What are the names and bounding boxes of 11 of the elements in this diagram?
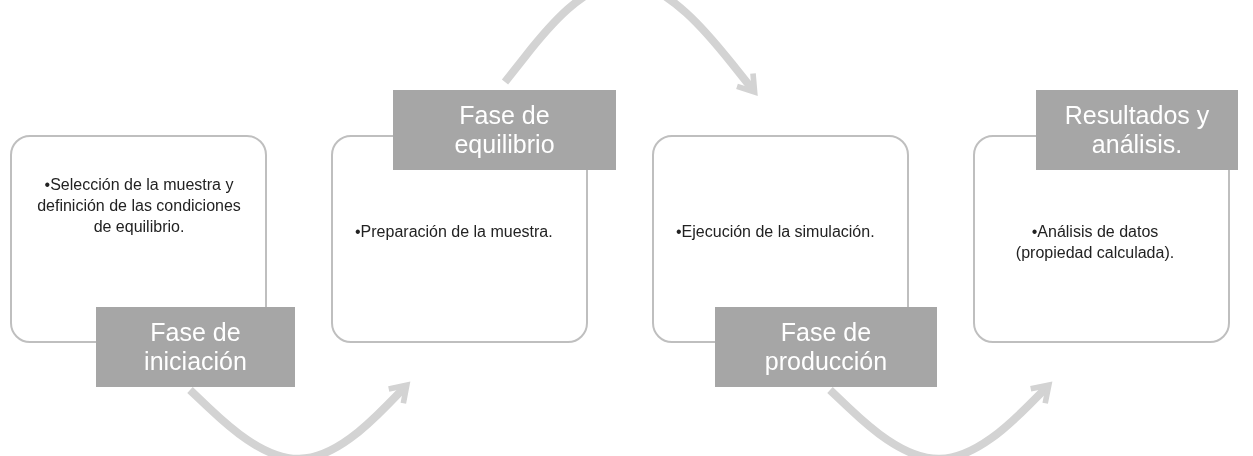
stage-heading: Fase de producción — [715, 307, 937, 387]
curved-arrow — [501, 0, 758, 95]
stage-description: •Selección de la muestra y definición de las condiciones de equilibrio. — [36, 175, 242, 237]
stage-description: •Ejecución de la simulación. — [676, 222, 876, 242]
stage-heading: Resultados y análisis. — [1036, 90, 1238, 170]
stage-description: •Análisis de datos (propiedad calculada). — [1014, 222, 1176, 263]
stage-heading: Fase de equilibrio — [393, 90, 616, 170]
curved-arrow — [827, 382, 1052, 456]
curved-arrow — [187, 382, 410, 456]
stage-description: •Preparación de la muestra. — [355, 222, 554, 242]
stage-heading: Fase de iniciación — [96, 307, 295, 387]
